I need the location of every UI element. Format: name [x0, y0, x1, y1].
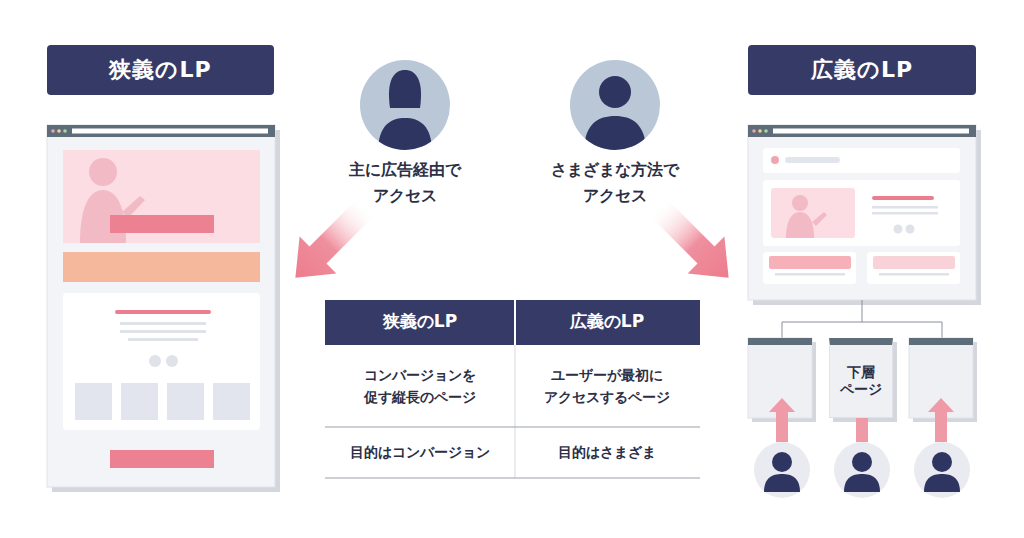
header-text: 広義のLP	[811, 56, 913, 84]
table-header: 狭義のLP	[383, 308, 457, 335]
access-caption: さまざまな方法で アクセス	[551, 157, 679, 208]
table-cell: ユーザーが最初に アクセスするページ	[544, 364, 670, 409]
table-cell: 目的はさまざま	[558, 441, 656, 463]
header-band: 広義のLP	[748, 45, 976, 95]
page-window: 下層 ページ	[829, 338, 893, 418]
table-header: 広義のLP	[570, 308, 644, 335]
header-band: 狭義のLP	[47, 45, 274, 95]
page-label: 下層 ページ	[840, 364, 882, 399]
table-cell: 目的はコンバージョン	[350, 441, 490, 463]
header-text: 狭義のLP	[109, 56, 211, 84]
table-cell: コンバージョンを 促す縦長のページ	[364, 364, 476, 409]
access-caption: 主に広告経由で アクセス	[349, 157, 461, 208]
